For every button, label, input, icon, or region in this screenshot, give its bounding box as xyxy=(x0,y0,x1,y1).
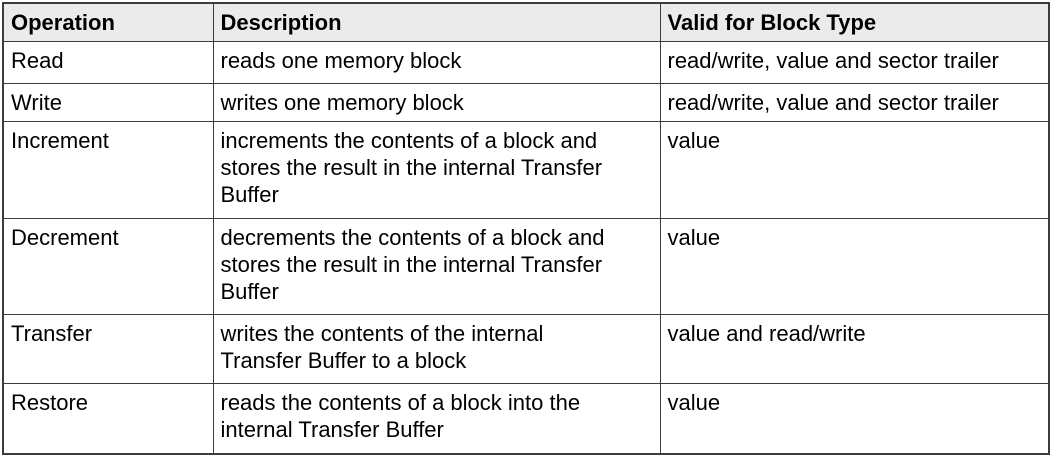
valid-text: value xyxy=(667,224,721,250)
cell-operation: Restore xyxy=(2,382,214,455)
operation-text: Read xyxy=(11,47,64,73)
cell-description: reads the contents of a block into the i… xyxy=(212,382,661,455)
cell-description: writes the contents of the internal Tran… xyxy=(212,313,661,384)
operation-text: Decrement xyxy=(11,224,119,250)
operation-text: Write xyxy=(11,89,62,115)
cell-description: reads one memory block xyxy=(212,40,661,84)
cell-operation: Write xyxy=(2,82,214,122)
valid-text: read/write, value and sector trailer xyxy=(667,89,999,115)
table-row: Restore reads the contents of a block int… xyxy=(2,382,1050,455)
cell-valid: read/write, value and sector trailer xyxy=(659,40,1050,84)
valid-text: value xyxy=(667,389,721,415)
column-header-operation: Operation xyxy=(2,2,214,42)
cell-description: writes one memory block xyxy=(212,82,661,122)
valid-text: value xyxy=(667,127,721,153)
column-header-description: Description xyxy=(212,2,661,42)
table-row: Increment increments the contents of a bl… xyxy=(2,120,1050,219)
cell-operation: Increment xyxy=(2,120,214,219)
cell-valid: read/write, value and sector trailer xyxy=(659,82,1050,122)
table-row: Transfer writes the contents of the inter… xyxy=(2,313,1050,384)
cell-valid: value xyxy=(659,382,1050,455)
description-text: reads one memory block xyxy=(220,47,462,73)
operation-text: Increment xyxy=(11,127,109,153)
cell-operation: Read xyxy=(2,40,214,84)
operation-text: Restore xyxy=(11,389,89,415)
cell-valid: value xyxy=(659,120,1050,219)
description-text: decrements the contents of a block and s… xyxy=(220,224,605,304)
cell-operation: Transfer xyxy=(2,313,214,384)
cell-description: increments the contents of a block and s… xyxy=(212,120,661,219)
cell-operation: Decrement xyxy=(2,217,214,315)
valid-text: value and read/write xyxy=(667,320,866,346)
description-text: reads the contents of a block into the i… xyxy=(220,389,581,442)
table-row: Decrement decrements the contents of a bl… xyxy=(2,217,1050,315)
cell-valid: value and read/write xyxy=(659,313,1050,384)
table-row: Write writes one memory block read/write, … xyxy=(2,82,1050,122)
cell-description: decrements the contents of a block and s… xyxy=(212,217,661,315)
operation-text: Transfer xyxy=(11,320,93,346)
column-header-valid: Valid for Block Type xyxy=(659,2,1050,42)
description-text: increments the contents of a block and s… xyxy=(220,127,603,207)
cell-valid: value xyxy=(659,217,1050,315)
description-text: writes the contents of the internal Tran… xyxy=(220,320,544,373)
description-text: writes one memory block xyxy=(220,89,464,115)
table-row: Read reads one memory block read/write, va… xyxy=(2,40,1050,84)
valid-text: read/write, value and sector trailer xyxy=(667,47,999,73)
